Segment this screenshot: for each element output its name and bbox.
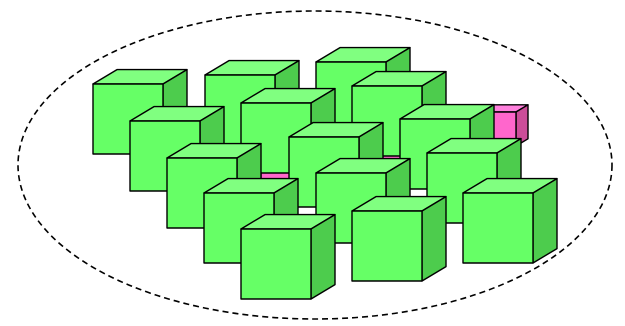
green-cube-17-side-face <box>421 195 447 282</box>
green-cube-16-side-face <box>532 177 558 264</box>
green-cube-16 <box>462 177 558 264</box>
green-cube-16-front-face <box>462 192 534 264</box>
green-cube-17 <box>351 195 447 282</box>
green-cube-18-front-face <box>240 228 312 300</box>
cube-group <box>92 46 558 300</box>
green-cube-17-front-face <box>351 210 423 282</box>
green-cube-18-side-face <box>310 213 336 300</box>
dashed-boundary-ellipse <box>17 10 613 320</box>
green-cube-18 <box>240 213 336 300</box>
